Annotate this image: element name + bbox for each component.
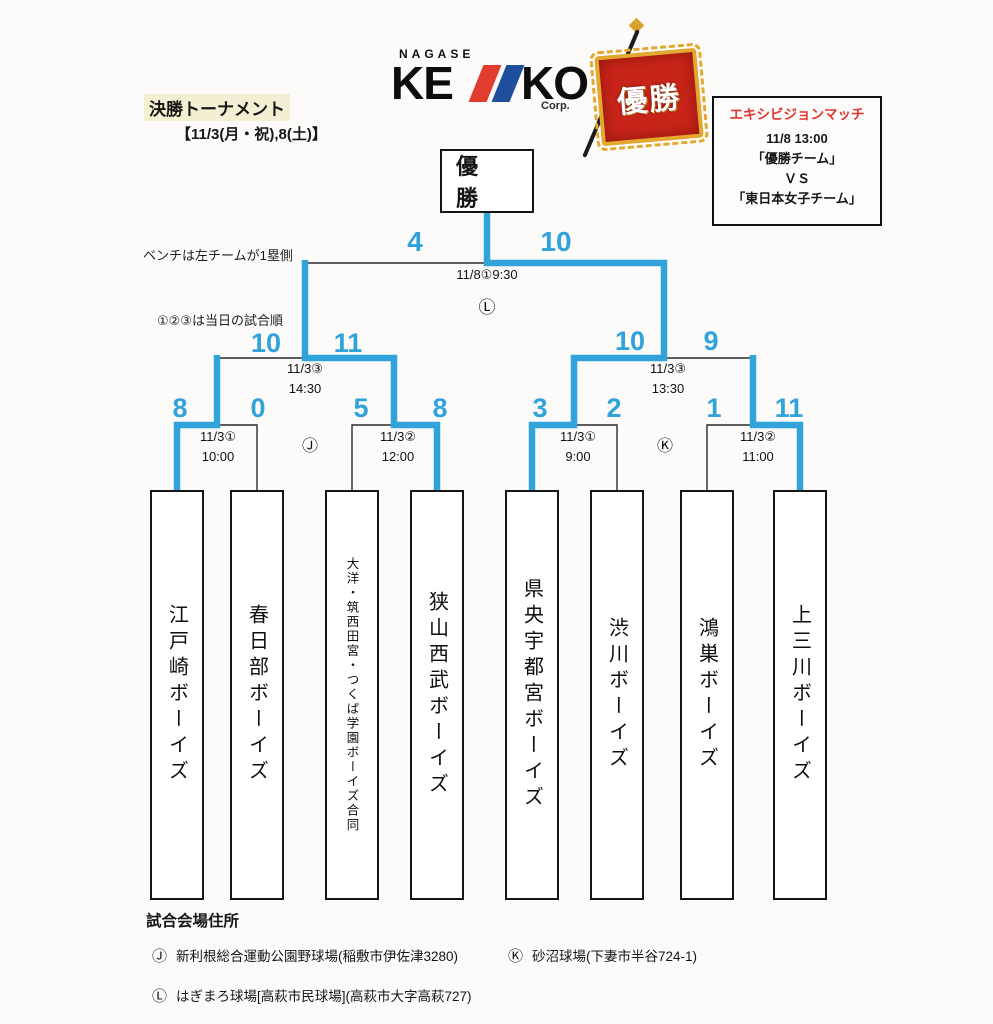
note-game-order: ①②③は当日の試合順 [157, 313, 283, 328]
qf1-score-left: 8 [172, 393, 188, 423]
winner-path-lines [173, 213, 804, 492]
qf1-date-label: 11/3① [200, 429, 236, 444]
venue-item-j: Ⓙ 新利根総合運動公園野球場(稲敷市伊佐津3280) [152, 945, 458, 966]
venue-mark-k: Ⓚ [656, 438, 674, 455]
team-box-edosaki: 江戸崎ボーイズ [150, 490, 204, 900]
qf4-time-label: 11:00 [742, 449, 774, 464]
qf2-score-left: 5 [353, 393, 369, 423]
qf3-score-right: 2 [606, 393, 622, 423]
note-bench-side: ベンチは左チームが1塁側 [143, 248, 293, 263]
qf2-date-label: 11/3② [380, 429, 416, 444]
venue-item-k-mark: Ⓚ [508, 948, 524, 965]
qf4-score-right: 11 [774, 393, 804, 423]
venue-item-l-mark: Ⓛ [152, 988, 168, 1005]
exhibition-match-box: エキシビジョンマッチ 11/8 13:00 「優勝チーム」 ＶＳ 「東日本女子チ… [712, 96, 882, 226]
qf2-score-right: 8 [432, 393, 448, 423]
team-box-taiyo-joint: 大洋・筑西田宮・つくば学園ボーイズ合同 [325, 490, 379, 900]
qf1-score-right: 0 [250, 393, 266, 423]
venue-item-l-text: はぎまろ球場[高萩市民球場](高萩市大字高萩727) [176, 989, 472, 1004]
winner-path-kaminokawa [749, 355, 804, 492]
sf-left-score-left: 10 [250, 328, 282, 358]
exhibition-vs: ＶＳ [783, 171, 810, 187]
winner-path-sayama [301, 260, 441, 492]
exhibition-title: エキシビジョンマッチ [729, 107, 865, 122]
qf3-time-label: 9:00 [565, 449, 591, 464]
logo-nagase-text: NAGASE [399, 47, 475, 61]
team-box-konosu: 鴻巣ボーイズ [680, 490, 734, 900]
venue-section-heading: 試合会場住所 [146, 913, 240, 930]
team-box-sayama-seibu: 狭山西武ボーイズ [410, 490, 464, 900]
champion-box: 優 勝 [440, 149, 534, 213]
sf-right-date-label: 11/3③ [650, 361, 686, 376]
qf3-score-left: 3 [532, 393, 548, 423]
venue-item-k-text: 砂沼球場(下妻市半谷724-1) [532, 949, 698, 964]
qf3-date-label: 11/3① [560, 429, 596, 444]
sf-right-score-left: 10 [614, 326, 646, 356]
page-title: 決勝トーナメント [144, 94, 290, 121]
venue-mark-j: Ⓙ [301, 438, 319, 455]
final-match-label: 11/8①9:30 [456, 267, 518, 282]
venue-item-j-mark: Ⓙ [152, 948, 168, 965]
team-box-kasukabe: 春日部ボーイズ [230, 490, 284, 900]
qf2-time-label: 12:00 [381, 449, 415, 464]
final-score-right: 10 [540, 226, 572, 257]
winner-path-edosaki [173, 355, 221, 492]
tournament-dates: 【11/3(月・祝),8(土)】 [176, 126, 327, 143]
logo-ke-text: KE [391, 57, 454, 109]
venue-item-k: Ⓚ 砂沼球場(下妻市半谷724-1) [508, 945, 697, 966]
logo-corp-text: Corp. [541, 100, 570, 112]
winner-path-keno-utsunomiya [483, 213, 668, 492]
qf4-score-left: 1 [706, 393, 722, 423]
final-score-left: 4 [407, 226, 423, 257]
sf-right-score-right: 9 [703, 326, 719, 356]
sf-left-score-right: 11 [333, 328, 363, 358]
team-box-shibukawa: 渋川ボーイズ [590, 490, 644, 900]
sf-left-time-label: 14:30 [288, 381, 322, 396]
team-box-keno-utsunomiya: 県央宇都宮ボーイズ [505, 490, 559, 900]
venue-item-l: Ⓛ はぎまろ球場[高萩市民球場](高萩市大字高萩727) [152, 985, 472, 1006]
exhibition-team1: 「優勝チーム」 [751, 151, 843, 167]
exhibition-datetime: 11/8 13:00 [766, 130, 828, 146]
sf-left-date-label: 11/3③ [287, 361, 323, 376]
sf-right-time-label: 13:30 [651, 381, 685, 396]
final-venue-mark: Ⓛ [478, 298, 496, 317]
logo-ko-text: KO [521, 57, 589, 109]
team-box-kaminokawa: 上三川ボーイズ [773, 490, 827, 900]
venue-item-j-text: 新利根総合運動公園野球場(稲敷市伊佐津3280) [176, 949, 459, 964]
qf4-date-label: 11/3② [740, 429, 776, 444]
exhibition-team2: 「東日本女子チーム」 [732, 191, 862, 207]
qf1-time-label: 10:00 [201, 449, 235, 464]
